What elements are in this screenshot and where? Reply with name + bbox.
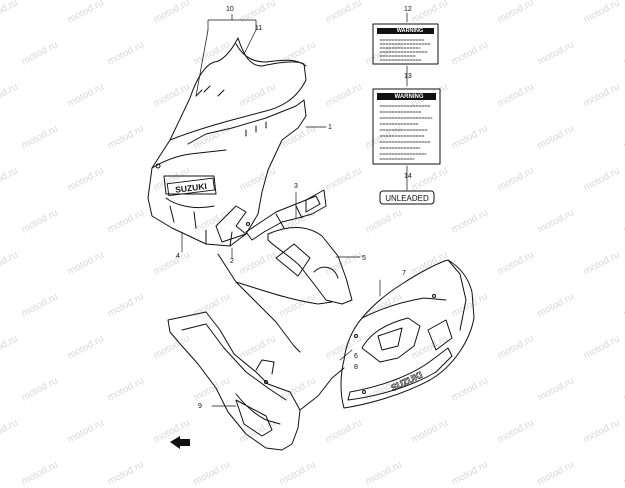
leader-lines [181, 12, 408, 407]
callout-14: 14 [404, 173, 412, 180]
warning-text-13: WARNING [395, 94, 424, 100]
upper-cowling-part [147, 37, 307, 247]
callout-8: 8 [354, 364, 358, 371]
warning-text-12: WARNING [397, 28, 424, 34]
callout-6: 6 [354, 353, 358, 360]
callout-12: 12 [404, 6, 412, 13]
callout-numbers: 10 11 12 13 14 1 3 2 4 5 7 6 8 9 [176, 6, 412, 410]
callout-4: 4 [176, 253, 180, 260]
unleaded-label-14 [379, 190, 435, 205]
callout-13: 13 [404, 73, 412, 80]
unleaded-text: UNLEADED [385, 194, 429, 203]
callout-2: 2 [230, 258, 234, 265]
warning-label-12 [372, 23, 439, 65]
callout-9: 9 [198, 403, 202, 410]
lower-cowling-part [340, 259, 475, 409]
front-direction-arrow-icon [170, 436, 190, 449]
warning-label-13 [372, 88, 441, 165]
callout-10: 10 [226, 6, 234, 13]
side-cover-part [167, 311, 345, 451]
callout-5: 5 [362, 255, 366, 262]
callout-7: 7 [402, 270, 406, 277]
callout-1: 1 [328, 124, 332, 131]
inner-panel-part [217, 227, 353, 353]
cowl-brand-text: SUZUKI [175, 181, 208, 195]
callout-11: 11 [255, 25, 262, 32]
diagram-svg: SUZUKI SUZUKI WARNING WARNING UNLEADED 1… [147, 6, 475, 451]
callout-3: 3 [294, 183, 298, 190]
duct-panel-part [245, 189, 327, 241]
